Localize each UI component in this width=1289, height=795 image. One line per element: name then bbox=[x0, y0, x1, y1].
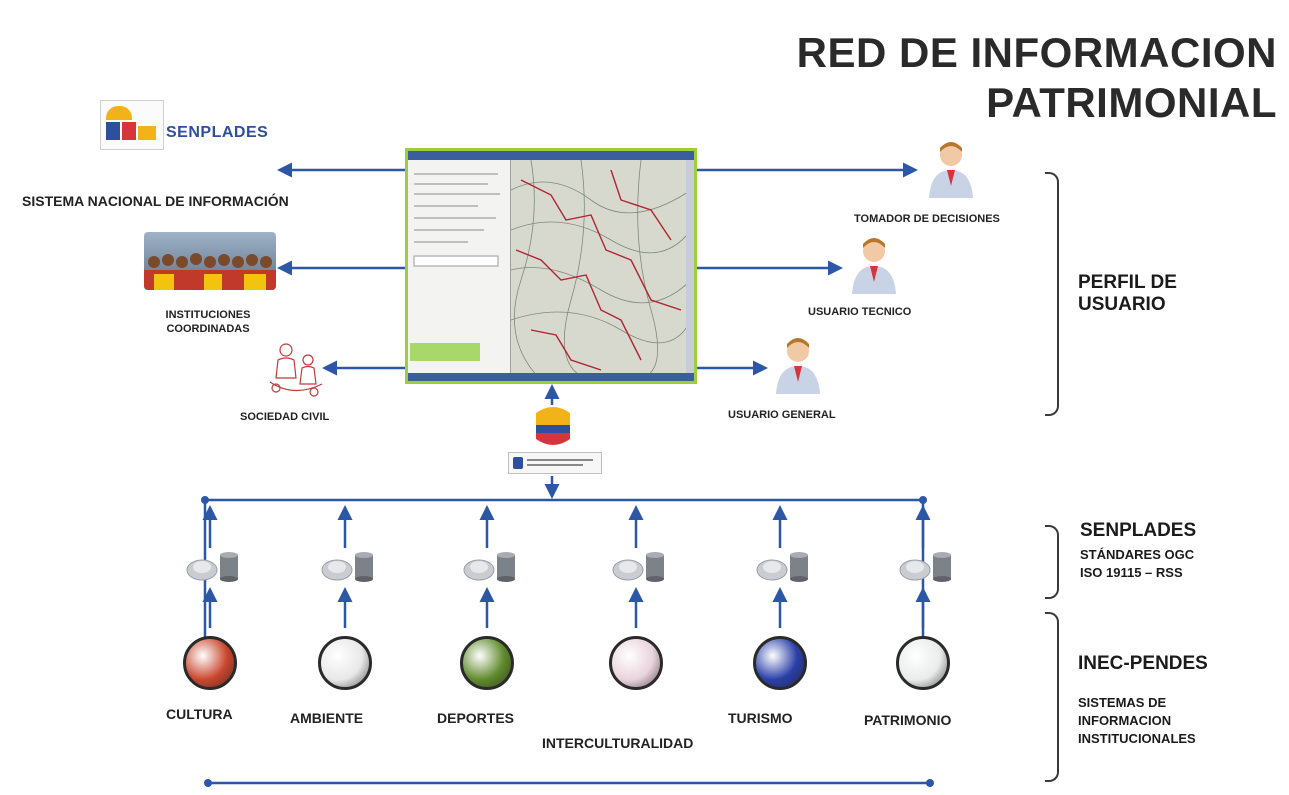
institution-globe-icon bbox=[896, 636, 950, 690]
server-database-icon bbox=[461, 550, 521, 584]
institution-label: CULTURA bbox=[166, 706, 233, 722]
general-user-icon bbox=[772, 336, 824, 399]
inec-pendes-label: INEC-PENDES bbox=[1078, 653, 1208, 674]
sociedad-civil-label: SOCIEDAD CIVIL bbox=[240, 411, 330, 423]
perfil-bracket bbox=[1045, 172, 1059, 416]
senplades-standards-title: SENPLADES bbox=[1080, 520, 1197, 541]
senplades-logo: SENPLADES bbox=[100, 98, 290, 150]
title-line-1: RED DE INFORMACION bbox=[796, 29, 1277, 76]
tomador-user-icon bbox=[925, 140, 977, 203]
screenshot-footer bbox=[408, 373, 694, 381]
screenshot-status bbox=[410, 343, 480, 361]
institution-globe-icon bbox=[460, 636, 514, 690]
tomador-label: TOMADOR DE DECISIONES bbox=[854, 213, 1000, 225]
bottom-node-right bbox=[926, 779, 934, 787]
screenshot-scrollbar bbox=[686, 160, 694, 373]
institution-label: INTERCULTURALIDAD bbox=[542, 735, 694, 751]
senplades-logo-text: SENPLADES bbox=[166, 124, 269, 141]
sistemas-bracket bbox=[1045, 612, 1059, 782]
sistema-nacional-label: SISTEMA NACIONAL DE INFORMACIÓN bbox=[22, 193, 289, 209]
institution-label: AMBIENTE bbox=[290, 710, 364, 726]
institution-globe-icon bbox=[318, 636, 372, 690]
screenshot-sidepanel bbox=[408, 160, 511, 373]
server-database-icon bbox=[184, 550, 244, 584]
institution-globe-icon bbox=[753, 636, 807, 690]
diagram-title: RED DE INFORMACION PATRIMONIAL bbox=[797, 28, 1277, 128]
standards-text: STÁNDARES OGC ISO 19115 – RSS bbox=[1080, 547, 1195, 580]
bus-node-right bbox=[919, 496, 927, 504]
tecnico-label: USUARIO TECNICO bbox=[808, 306, 912, 318]
institution-globe-icon bbox=[609, 636, 663, 690]
server-database-icon bbox=[319, 550, 379, 584]
server-database-icon bbox=[897, 550, 957, 584]
institution-label: PATRIMONIO bbox=[864, 712, 952, 728]
instituciones-group-photo bbox=[144, 232, 276, 290]
screenshot-map bbox=[511, 160, 686, 373]
sociedad-civil-illustration bbox=[269, 343, 323, 397]
ministry-logo bbox=[536, 407, 570, 445]
institution-label: TURISMO bbox=[728, 710, 793, 726]
standards-bracket bbox=[1045, 525, 1059, 599]
general-label: USUARIO GENERAL bbox=[728, 409, 836, 421]
instituciones-label: INSTITUCIONES COORDINADAS bbox=[165, 309, 251, 335]
bus-node-left bbox=[201, 496, 209, 504]
server-database-icon bbox=[610, 550, 670, 584]
server-database-icon bbox=[754, 550, 814, 584]
institution-label: DEPORTES bbox=[437, 710, 515, 726]
screenshot-titlebar bbox=[408, 151, 694, 160]
institution-globe-icon bbox=[183, 636, 237, 690]
title-line-2: PATRIMONIAL bbox=[986, 79, 1277, 126]
sistemas-institucionales-label: SISTEMAS DE INFORMACION INSTITUCIONALES bbox=[1078, 695, 1196, 746]
geoportal-screenshot bbox=[405, 148, 697, 384]
bottom-node-left bbox=[204, 779, 212, 787]
tecnico-user-icon bbox=[848, 236, 900, 299]
perfil-usuario-label: PERFIL DE USUARIO bbox=[1078, 272, 1177, 315]
ministry-badge bbox=[508, 452, 602, 474]
